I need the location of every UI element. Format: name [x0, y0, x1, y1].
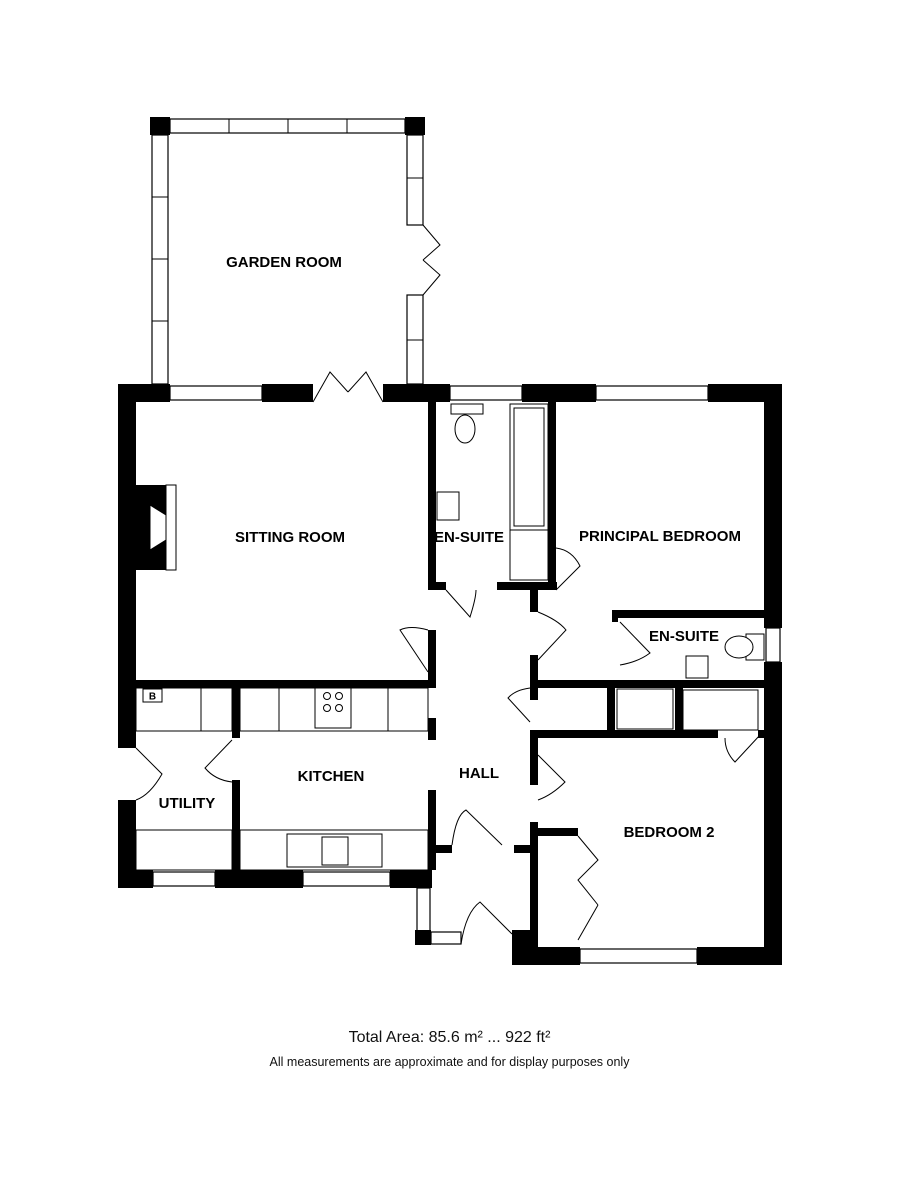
label-kitchen: KITCHEN — [298, 768, 365, 785]
disclaimer: All measurements are approximate and for… — [269, 1055, 630, 1069]
exterior-walls — [118, 371, 782, 965]
label-sitting-room: SITTING ROOM — [235, 529, 345, 546]
label-garden-room: GARDEN ROOM — [226, 254, 342, 271]
total-area: Total Area: 85.6 m² ... 922 ft² — [348, 1029, 551, 1046]
label-utility: UTILITY — [159, 795, 216, 812]
room-labels: GARDEN ROOM SITTING ROOM EN-SUITE PRINCI… — [159, 254, 741, 841]
label-bedroom-2: BEDROOM 2 — [624, 824, 715, 841]
garden-room-walls — [150, 117, 441, 385]
doors — [204, 547, 761, 941]
boiler-label: B — [149, 692, 156, 703]
label-hall: HALL — [459, 765, 499, 782]
fixtures: B — [135, 403, 765, 871]
label-en-suite-2: EN-SUITE — [649, 628, 719, 645]
label-principal-bedroom: PRINCIPAL BEDROOM — [579, 528, 741, 545]
label-en-suite-1: EN-SUITE — [434, 529, 504, 546]
interior-walls — [136, 402, 764, 947]
